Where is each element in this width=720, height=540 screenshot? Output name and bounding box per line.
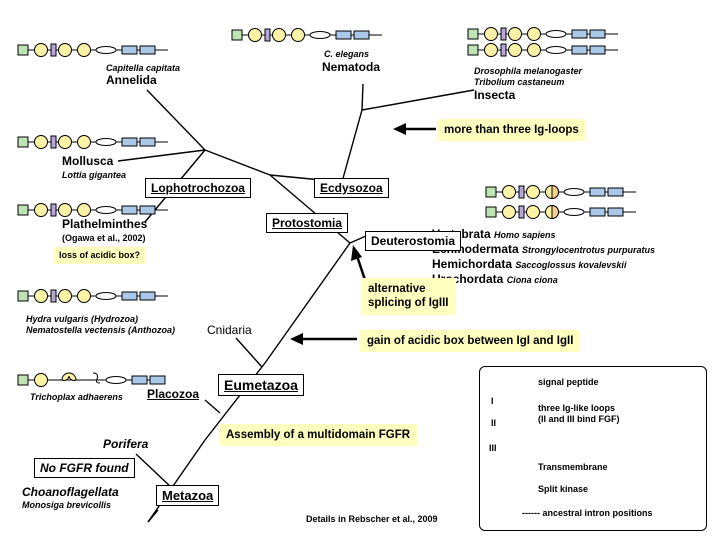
insecta-species-2: Tribolium castaneum [474, 77, 565, 87]
receptor-annelida [17, 43, 169, 57]
insecta-label: Insecta [474, 88, 516, 102]
hemichordata-species: Saccoglossus kovalevskii [515, 260, 627, 270]
hemichordata-label: Hemichordata [432, 257, 513, 271]
cnidaria-species-1: Hydra vulgaris (Hydrozoa) [26, 314, 139, 324]
placozoa-label: Placozoa [147, 387, 200, 401]
receptor-cnidaria [17, 289, 169, 303]
porifera-label: Porifera [103, 437, 149, 451]
nematoda-species: C. elegans [324, 49, 370, 59]
receptor-drosophila [467, 27, 619, 41]
choanoflagellata-label: Choanoflagellata [22, 485, 119, 499]
urochordata-species: Ciona ciona [506, 275, 558, 285]
legend-transmembrane: Transmembrane [538, 462, 608, 472]
monosiga-species: Monosiga brevicollis [22, 500, 112, 510]
node-metazoa: Metazoa [156, 485, 220, 506]
legend-roman-2: II [491, 418, 497, 428]
arrows [290, 123, 436, 345]
node-eumetazoa: Eumetazoa [218, 374, 304, 396]
footer-reference: Details in Rebscher et al., 2009 [306, 514, 438, 524]
legend-signal-peptide: signal peptide [538, 377, 599, 387]
receptor-vertebrata-2 [485, 205, 637, 219]
receptor-mollusca [17, 135, 169, 149]
legend-box [479, 366, 707, 531]
event-alternative-splicing-line1: alternative [368, 283, 426, 295]
event-alternative-splicing: alternative splicing of IgIII [361, 278, 456, 315]
node-lophotrochozoa: Lophotrochozoa [145, 178, 251, 198]
event-ig-loops: more than three Ig-loops [437, 119, 586, 142]
plathelminthes-ref: (Ogawa et al., 2002) [62, 233, 146, 243]
event-assembly-fgfr: Assembly of a multidomain FGFR [219, 424, 418, 447]
annelida-species: Capitella capitata [106, 63, 181, 73]
mollusca-species: Lottia gigantea [62, 170, 127, 180]
vertebrata-species: Homo sapiens [494, 230, 556, 240]
legend-split-kinase: Split kinase [538, 484, 589, 494]
echinodermata-species: Strongylocentrotus purpuratus [522, 245, 656, 255]
mollusca-label: Mollusca [62, 154, 114, 168]
legend-roman-1: I [491, 396, 494, 406]
annelida-label: Annelida [106, 73, 157, 87]
no-fgfr-note: No FGFR found [34, 458, 135, 478]
insecta-species-1: Drosophila melanogaster [474, 66, 583, 76]
receptor-tribolium [467, 43, 619, 57]
event-acidic-box-gain: gain of acidic box between IgI and IgII [360, 330, 581, 353]
ig-alternative-marks [551, 184, 559, 220]
node-protostomia: Protostomia [266, 213, 349, 233]
loss-acidic-box-note: loss of acidic box? [53, 247, 147, 265]
nematoda-label: Nematoda [322, 60, 381, 74]
trichoplax-species: Trichoplax adhaerens [30, 392, 123, 402]
legend-roman-3: III [489, 443, 497, 453]
event-alternative-splicing-line2: splicing of IgIII [368, 297, 449, 310]
node-deuterostomia: Deuterostomia [365, 231, 462, 251]
cnidaria-label: Cnidaria [207, 323, 252, 337]
echinodermata-line: Echinodermata Strongylocentrotus purpura… [432, 242, 656, 257]
cnidaria-species-2: Nematostella vectensis (Anthozoa) [26, 325, 176, 335]
receptor-trichoplax [17, 372, 166, 387]
legend-ig-loops-line1: three Ig-like loops [538, 403, 616, 413]
receptor-vertebrata-1 [485, 185, 637, 199]
hemichordata-line: Hemichordata Saccoglossus kovalevskii [432, 257, 627, 272]
receptor-nematoda [231, 28, 383, 42]
legend-ig-loops-line2: (II and III bind FGF) [538, 414, 620, 424]
receptor-plathelminthes [17, 203, 169, 217]
plathelminthes-label: Plathelminthes [62, 217, 148, 231]
legend-intron: ------ ancestral intron positions [522, 508, 653, 518]
node-ecdysozoa: Ecdysozoa [314, 178, 389, 198]
